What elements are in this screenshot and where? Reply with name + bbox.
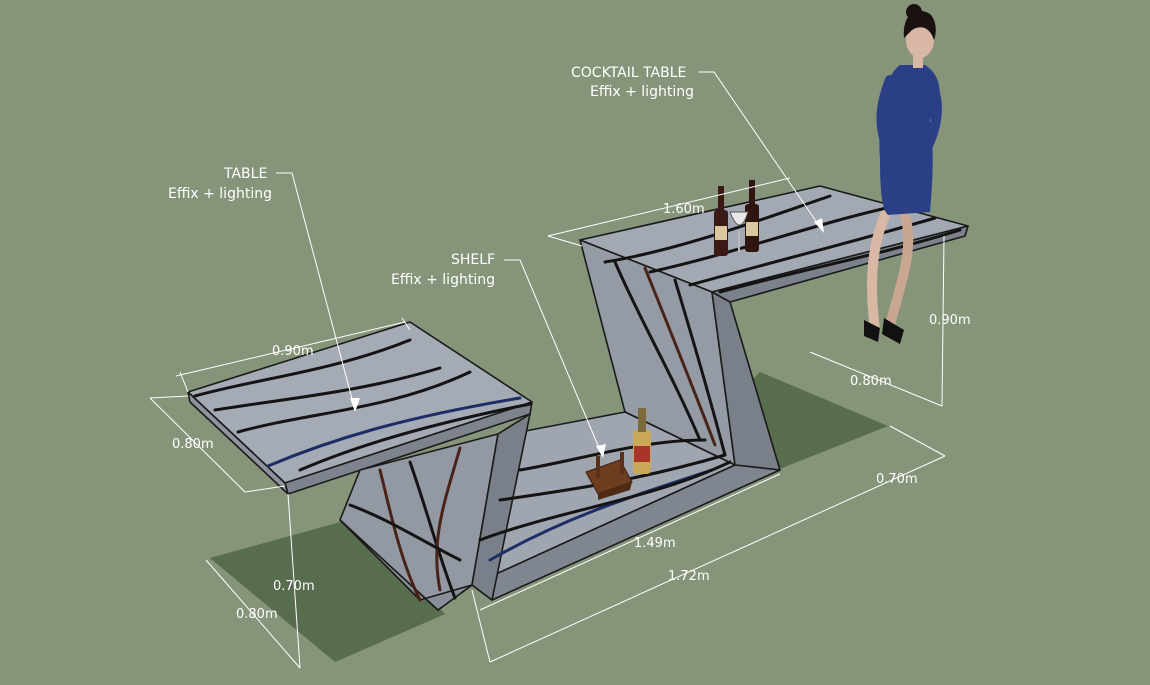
wine-bottles [714,180,759,256]
dim-total-length: 1.72m [668,569,710,584]
table-pedestal-side [471,413,531,601]
table-pedestal-base [339,519,473,611]
dim-cocktail-depth: 0.80m [850,374,892,389]
label-table-title: TABLE [223,166,267,182]
callout-cocktail-table: COCKTAIL TABLE Effix + lighting [571,65,824,233]
dim-footprint-depth: 0.80m [236,607,278,622]
label-shelf-title: SHELF [451,252,495,268]
dim-table-height: 0.70m [273,579,315,594]
dim-shelf-height: 0.70m [876,472,918,487]
dimension-lines [149,177,946,669]
woman-figure [864,4,942,344]
label-cocktail-subtitle: Effix + lighting [590,84,694,100]
label-shelf-subtitle: Effix + lighting [391,272,495,288]
dim-table-width: 0.90m [272,344,314,359]
label-table-subtitle: Effix + lighting [168,186,272,202]
callout-shelf: SHELF Effix + lighting [391,252,606,458]
label-cocktail-title: COCKTAIL TABLE [571,65,686,81]
dim-table-depth: 0.80m [172,437,214,452]
wooden-crate [585,452,633,500]
callout-table: TABLE Effix + lighting [168,166,360,412]
dim-cocktail-height: 0.90m [929,313,971,328]
dim-cocktail-length: 1.60m [663,202,705,217]
dim-shelf-length: 1.49m [634,536,676,551]
rum-bottle [633,408,651,474]
